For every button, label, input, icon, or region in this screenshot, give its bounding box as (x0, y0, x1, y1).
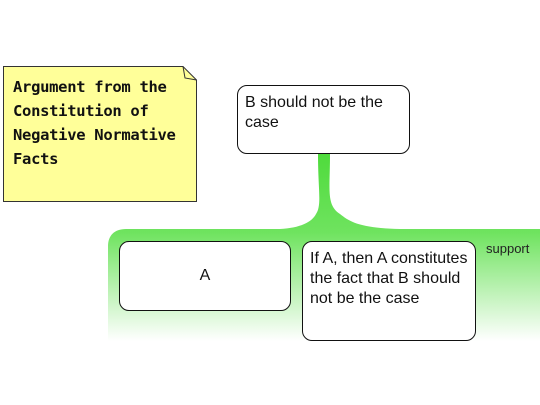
premise-node-a[interactable]: A (119, 241, 291, 311)
sticky-note: Argument from the Constitution of Negati… (3, 66, 197, 202)
premise-node-conditional[interactable]: If A, then A constitutes the fact that B… (302, 241, 476, 341)
sticky-note-text: Argument from the Constitution of Negati… (13, 78, 176, 168)
sticky-note-shape (3, 66, 197, 202)
claim-text: B should not be the case (245, 94, 383, 131)
support-label: support (486, 241, 530, 256)
premise-a-text: A (199, 267, 211, 284)
premise-conditional-text: If A, then A constitutes the fact that B… (310, 250, 468, 307)
claim-node[interactable]: B should not be the case (237, 85, 410, 154)
